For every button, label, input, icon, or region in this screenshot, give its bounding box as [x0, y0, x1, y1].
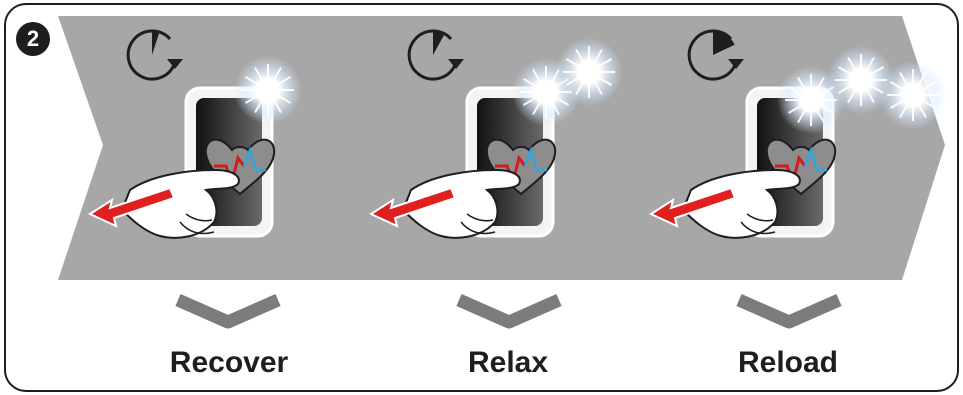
stage-label-relax: Relax [398, 346, 618, 380]
chevron-down-icon [178, 300, 278, 322]
stage-label-recover: Recover [119, 346, 339, 380]
glow-icon [234, 56, 302, 124]
chevron-down-icon [739, 300, 839, 322]
glow-icon [879, 61, 947, 129]
chevron-down-icon [459, 300, 559, 322]
step-number-badge: 2 [16, 22, 50, 56]
stage-label-reload: Reload [678, 346, 898, 380]
glow-icon [555, 38, 623, 106]
